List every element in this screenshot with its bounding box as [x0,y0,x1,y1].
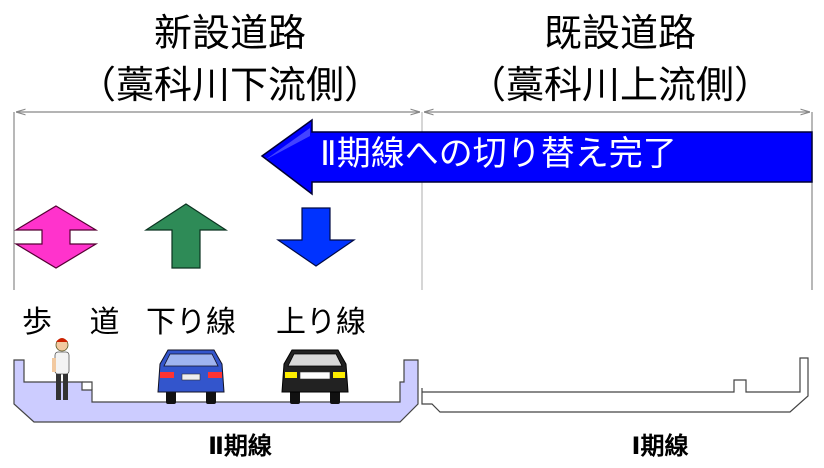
down-line-label: 下り線 [146,305,236,340]
up-line-car [281,349,349,404]
down-line-car [157,349,225,404]
phase-1-label: Ⅰ期線 [631,432,689,460]
existing-road-title: 既設道路 [543,11,696,55]
new-road-title: 新設道路 [153,11,306,55]
sidewalk-label: 歩 道 [22,305,134,340]
up-line-label: 上り線 [276,305,366,340]
up-line-arrow [276,207,356,267]
switch-complete-text: Ⅱ期線への切り替え完了 [320,134,677,174]
new-road-subtitle: （藁科川下流側） [77,63,382,107]
pedestrian-figure [52,338,70,400]
existing-road-section [421,357,809,413]
existing-road-subtitle: （藁科川上流側） [467,63,772,107]
sidewalk-double-arrow [13,205,99,269]
down-line-arrow [143,203,229,269]
switch-complete-arrow [260,118,813,196]
phase-2-label: Ⅱ期線 [208,432,272,460]
new-road-section [13,359,419,423]
